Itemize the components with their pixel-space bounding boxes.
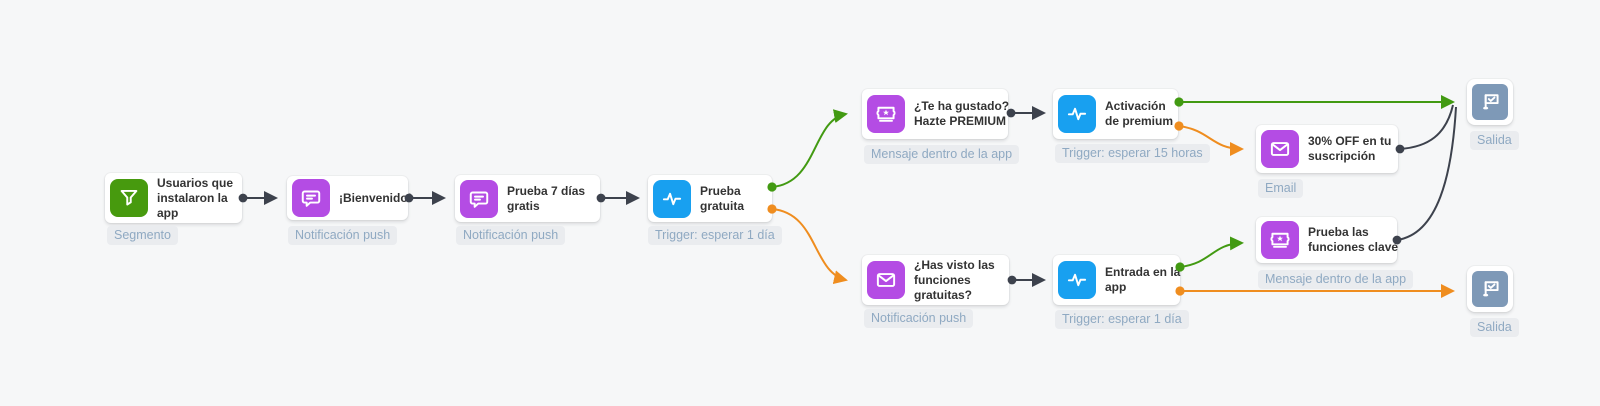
node-trial7[interactable]: Prueba 7 días gratis bbox=[455, 175, 600, 222]
filter-icon bbox=[110, 179, 148, 217]
pulse-icon bbox=[1058, 261, 1096, 299]
node-type-badge: Trigger: esperar 15 horas bbox=[1055, 144, 1210, 163]
node-free-trial[interactable]: Prueba gratuita bbox=[648, 175, 772, 222]
node-key-features[interactable]: Prueba las funciones clave bbox=[1256, 217, 1399, 263]
node-type-badge: Segmento bbox=[107, 226, 178, 245]
node-premium-activation[interactable]: Activación de premium bbox=[1053, 89, 1178, 139]
node-type-badge: Notificación push bbox=[288, 226, 398, 245]
node-type-badge: Email bbox=[1258, 179, 1304, 198]
chat-icon bbox=[460, 179, 498, 218]
node-title: Prueba 7 días gratis bbox=[507, 183, 586, 213]
node-discount-email[interactable]: 30% OFF en tu suscripción bbox=[1256, 125, 1398, 173]
node-welcome[interactable]: ¡Bienvenido! bbox=[287, 176, 412, 220]
node-type-badge: Trigger: esperar 1 día bbox=[1055, 310, 1189, 329]
pulse-icon bbox=[653, 179, 691, 218]
ticket-icon bbox=[1261, 221, 1299, 259]
flag-icon bbox=[1472, 84, 1508, 120]
node-title: 30% OFF en tu suscripción bbox=[1308, 134, 1392, 163]
node-title: Usuarios que instalaron la app bbox=[157, 175, 234, 220]
pulse-icon bbox=[1058, 95, 1096, 133]
node-type-badge: Mensaje dentro de la app bbox=[864, 145, 1020, 164]
node-segment[interactable]: Usuarios que instalaron la app bbox=[105, 173, 242, 223]
node-title: Prueba gratuita bbox=[700, 183, 745, 213]
node-exit-bottom[interactable] bbox=[1467, 266, 1513, 312]
node-title: Entrada en la app bbox=[1105, 265, 1181, 294]
envelope-icon bbox=[1261, 130, 1299, 168]
exit-label: Salida bbox=[1470, 131, 1519, 150]
node-title: Prueba las funciones clave bbox=[1308, 225, 1399, 254]
node-type-badge: Notificación push bbox=[864, 309, 974, 328]
node-type-badge: Notificación push bbox=[456, 226, 566, 245]
node-title: ¿Te ha gustado? Hazte PREMIUM bbox=[914, 99, 1010, 128]
exit-label: Salida bbox=[1470, 318, 1519, 337]
envelope-icon bbox=[867, 261, 905, 299]
node-exit-top[interactable] bbox=[1467, 79, 1513, 125]
chat-icon bbox=[292, 179, 330, 217]
node-premium-question[interactable]: ¿Te ha gustado? Hazte PREMIUM bbox=[862, 89, 1010, 139]
node-app-entry[interactable]: Entrada en la app bbox=[1053, 255, 1180, 305]
node-title: ¿Has visto las funciones gratuitas? bbox=[914, 257, 995, 302]
node-type-badge: Trigger: esperar 1 día bbox=[648, 226, 782, 245]
node-title: ¡Bienvenido! bbox=[339, 190, 412, 205]
ticket-icon bbox=[867, 95, 905, 133]
node-type-badge: Mensaje dentro de la app bbox=[1258, 270, 1414, 289]
edge-dark-curves bbox=[1396, 104, 1457, 241]
flag-icon bbox=[1472, 271, 1508, 307]
node-title: Activación de premium bbox=[1105, 99, 1174, 128]
node-free-features-question[interactable]: ¿Has visto las funciones gratuitas? bbox=[862, 255, 1009, 305]
